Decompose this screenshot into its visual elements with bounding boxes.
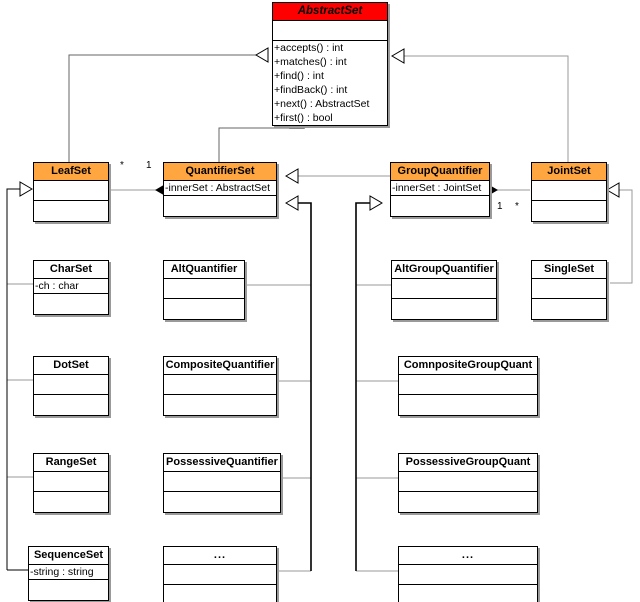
class-range-set[interactable]: RangeSet: [33, 453, 109, 513]
operation-matches: +matches() : int: [274, 56, 347, 68]
class-alt-quantifier[interactable]: AltQuantifier: [163, 260, 245, 320]
class-name-composite-group-quant: ComnpositeGroupQuant: [399, 357, 537, 375]
attributes-possessive-quantifier: [164, 472, 280, 492]
operations-abstract-set: +accepts() : int +matches() : int +find(…: [273, 41, 387, 125]
class-name-single-set: SingleSet: [532, 261, 606, 279]
attributes-group-quantifier: -innerSet : JointSet: [391, 181, 489, 196]
operations-quantifier-set: [164, 196, 276, 216]
attributes-leaf-set: [34, 181, 108, 201]
class-name-char-set: CharSet: [34, 261, 108, 279]
operations-more-group-quant: [399, 585, 537, 602]
class-single-set[interactable]: SingleSet: [531, 260, 607, 320]
class-name-range-set: RangeSet: [34, 454, 108, 472]
class-name-group-quantifier: GroupQuantifier: [391, 163, 489, 181]
class-possessive-quantifier[interactable]: PossessiveQuantifier: [163, 453, 281, 513]
class-possessive-group-quant[interactable]: PossessiveGroupQuant: [398, 453, 538, 513]
class-name-quantifier-set: QuantifierSet: [164, 163, 276, 181]
attributes-alt-group-quantifier: [392, 279, 496, 299]
operations-alt-group-quantifier: [392, 299, 496, 319]
attributes-alt-quantifier: [164, 279, 244, 299]
class-name-possessive-quantifier: PossessiveQuantifier: [164, 454, 280, 472]
class-composite-quantifier[interactable]: CompositeQuantifier: [163, 356, 277, 416]
operations-possessive-quantifier: [164, 492, 280, 512]
operations-dot-set: [34, 395, 108, 415]
class-name-more-group-quant: ...: [399, 547, 537, 565]
operation-accepts: +accepts() : int: [274, 42, 344, 54]
class-composite-group-quant[interactable]: ComnpositeGroupQuant: [398, 356, 538, 416]
operation-find-back: +findBack() : int: [274, 84, 348, 96]
class-name-possessive-group-quant: PossessiveGroupQuant: [399, 454, 537, 472]
operations-range-set: [34, 492, 108, 512]
attributes-more-quantifier: [164, 565, 276, 585]
operations-single-set: [532, 299, 606, 319]
multiplicity-quantifierset-one: 1: [146, 160, 152, 171]
class-dot-set[interactable]: DotSet: [33, 356, 109, 416]
operations-alt-quantifier: [164, 299, 244, 319]
class-name-alt-group-quantifier: AltGroupQuantifier: [392, 261, 496, 279]
class-more-group-quant[interactable]: ...: [398, 546, 538, 602]
attributes-sequence-set: -string : string: [29, 565, 108, 580]
gen-trunk-groupquantifier: [355, 202, 370, 571]
class-sequence-set[interactable]: SequenceSet -string : string: [28, 546, 109, 601]
gen-leafset-to-abstractset: [68, 54, 268, 162]
operations-group-quantifier: [391, 196, 489, 216]
attributes-dot-set: [34, 375, 108, 395]
gen-arrow-singleset: [606, 182, 620, 198]
gen-arrow-groupquantifier-subclasses: [369, 195, 383, 211]
class-leaf-set[interactable]: LeafSet: [33, 162, 109, 222]
multiplicity-groupquantifier-one: 1: [497, 201, 503, 212]
attributes-joint-set: [532, 181, 606, 201]
gen-arrow-leafset-subclasses: [19, 181, 33, 197]
gen-arrow-quantifierset-subclasses: [285, 195, 299, 211]
gen-arrow-jointset: [391, 48, 405, 64]
class-name-alt-quantifier: AltQuantifier: [164, 261, 244, 279]
class-quantifier-set[interactable]: QuantifierSet -innerSet : AbstractSet: [163, 162, 277, 217]
gen-jointset-to-abstractset: [404, 55, 569, 162]
gen-trunk-quantifierset: [298, 202, 312, 571]
operations-possessive-group-quant: [399, 492, 537, 512]
operation-find: +find() : int: [274, 70, 324, 82]
class-name-joint-set: JointSet: [532, 163, 606, 181]
gen-arrow-leafset: [255, 47, 269, 63]
multiplicity-leafset-many: *: [120, 160, 124, 171]
attributes-quantifier-set: -innerSet : AbstractSet: [164, 181, 276, 196]
operations-char-set: [34, 294, 108, 314]
attributes-composite-quantifier: [164, 375, 276, 395]
class-abstract-set[interactable]: AbstractSet +accepts() : int +matches() …: [272, 2, 388, 126]
operations-composite-quantifier: [164, 395, 276, 415]
gen-trunk-leafset: [6, 188, 20, 570]
class-more-quantifier[interactable]: ...: [163, 546, 277, 602]
attributes-possessive-group-quant: [399, 472, 537, 492]
operation-next: +next() : AbstractSet: [274, 98, 370, 110]
attributes-single-set: [532, 279, 606, 299]
multiplicity-jointset-many: *: [515, 201, 519, 212]
class-alt-group-quantifier[interactable]: AltGroupQuantifier: [391, 260, 497, 320]
class-name-abstract-set: AbstractSet: [273, 3, 387, 21]
class-name-leaf-set: LeafSet: [34, 163, 108, 181]
operations-leaf-set: [34, 201, 108, 221]
class-name-dot-set: DotSet: [34, 357, 108, 375]
operations-more-quantifier: [164, 585, 276, 602]
class-name-more-quantifier: ...: [164, 547, 276, 565]
operations-composite-group-quant: [399, 395, 537, 415]
operations-joint-set: [532, 201, 606, 221]
gen-singleset-to-jointset: [610, 189, 633, 284]
class-name-sequence-set: SequenceSet: [29, 547, 108, 565]
operation-first: +first() : bool: [274, 112, 333, 124]
attributes-more-group-quant: [399, 565, 537, 585]
gen-quantifierset-to-abstractset: [218, 127, 297, 162]
gen-arrow-groupquantifier: [285, 168, 299, 184]
class-name-composite-quantifier: CompositeQuantifier: [164, 357, 276, 375]
attributes-abstract-set: [273, 21, 387, 41]
class-group-quantifier[interactable]: GroupQuantifier -innerSet : JointSet: [390, 162, 490, 217]
attributes-range-set: [34, 472, 108, 492]
operations-sequence-set: [29, 580, 108, 600]
class-char-set[interactable]: CharSet -ch : char: [33, 260, 109, 315]
attributes-composite-group-quant: [399, 375, 537, 395]
class-joint-set[interactable]: JointSet: [531, 162, 607, 222]
attributes-char-set: -ch : char: [34, 279, 108, 294]
